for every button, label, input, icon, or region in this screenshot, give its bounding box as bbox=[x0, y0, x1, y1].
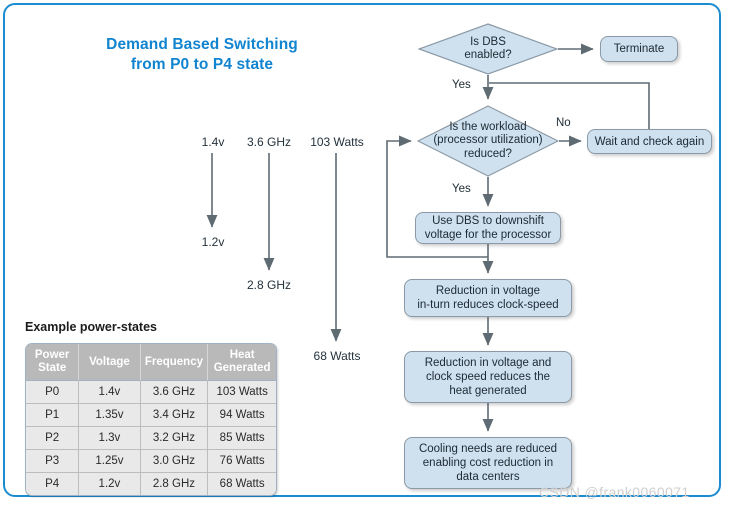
cell-voltage: 1.3v bbox=[79, 427, 141, 450]
diamond-shape bbox=[418, 23, 558, 75]
node-reduction-heat-text: Reduction in voltage and clock speed red… bbox=[425, 356, 552, 398]
node-terminate[interactable]: Terminate bbox=[600, 36, 678, 62]
col-header-voltage: Voltage bbox=[79, 344, 141, 381]
power-table-caption: Example power-states bbox=[25, 320, 157, 334]
node-reduction-heat-l3: heat generated bbox=[449, 385, 527, 397]
node-wait-and-check-label: Wait and check again bbox=[594, 135, 705, 148]
decision-workload-l3: reduced? bbox=[464, 147, 512, 160]
cell-state: P4 bbox=[26, 473, 80, 495]
cell-heat: 85 Watts bbox=[208, 427, 276, 450]
decision-dbs-enabled-text: Is DBS enabled? bbox=[458, 36, 517, 63]
table-row: P2 1.3v 3.2 GHz 85 Watts bbox=[26, 427, 276, 450]
table-row: P4 1.2v 2.8 GHz 68 Watts bbox=[26, 473, 276, 495]
cell-voltage: 1.25v bbox=[79, 450, 141, 473]
voltage-from-label: 1.4v bbox=[201, 135, 225, 149]
cell-frequency: 2.8 GHz bbox=[140, 473, 209, 495]
cell-state: P0 bbox=[26, 381, 80, 404]
col-header-heat-l2: Generated bbox=[213, 362, 271, 374]
cell-frequency: 3.0 GHz bbox=[140, 450, 209, 473]
diagram-frame: Demand Based Switching from P0 to P4 sta… bbox=[3, 3, 721, 500]
page-title-line1: Demand Based Switching bbox=[106, 36, 298, 53]
node-use-dbs-downshift-text: Use DBS to downshift voltage for the pro… bbox=[425, 214, 552, 242]
decision-workload-l2: (processor utilization) bbox=[433, 134, 543, 147]
cell-voltage: 1.2v bbox=[79, 473, 141, 495]
cell-heat: 68 Watts bbox=[208, 473, 276, 495]
page-title-line2: from P0 to P4 state bbox=[130, 56, 274, 73]
node-use-dbs-l2: voltage for the processor bbox=[424, 229, 552, 241]
cell-voltage: 1.4v bbox=[79, 381, 141, 404]
cell-heat: 76 Watts bbox=[208, 450, 276, 473]
node-cooling-l2: enabling cost reduction in bbox=[422, 457, 554, 469]
node-wait-and-check[interactable]: Wait and check again bbox=[587, 129, 712, 154]
voltage-to-label: 1.2v bbox=[201, 235, 225, 249]
power-states-table: Power State Voltage Frequency Heat Gener… bbox=[25, 343, 277, 496]
col-header-frequency: Frequency bbox=[140, 344, 209, 381]
node-reduction-heat-l1: Reduction in voltage and bbox=[424, 357, 552, 369]
decision-dbs-enabled-l2: enabled? bbox=[464, 49, 512, 61]
frequency-from-label: 3.6 GHz bbox=[246, 135, 291, 149]
cell-frequency: 3.4 GHz bbox=[140, 404, 209, 427]
page-title: Demand Based Switching from P0 to P4 sta… bbox=[62, 35, 342, 75]
cell-frequency: 3.2 GHz bbox=[140, 427, 209, 450]
edge-label-yes-top: Yes bbox=[452, 79, 471, 91]
col-header-voltage-l1: Voltage bbox=[89, 355, 130, 368]
table-header-row: Power State Voltage Frequency Heat Gener… bbox=[26, 344, 276, 381]
col-header-heat: Heat Generated bbox=[208, 344, 276, 381]
col-header-heat-l1: Heat bbox=[229, 349, 255, 361]
table-row: P1 1.35v 3.4 GHz 94 Watts bbox=[26, 404, 276, 427]
cell-state: P2 bbox=[26, 427, 80, 450]
frequency-to-label: 2.8 GHz bbox=[246, 278, 291, 292]
heat-from-label: 103 Watts bbox=[310, 135, 364, 149]
edge-label-yes-mid: Yes bbox=[452, 183, 471, 195]
col-header-power-state-l2: State bbox=[38, 362, 67, 374]
node-reduction-clock-speed[interactable]: Reduction in voltage in-turn reduces clo… bbox=[404, 279, 572, 317]
col-header-frequency-l1: Frequency bbox=[144, 355, 204, 368]
decision-workload-l1: Is the workload bbox=[449, 120, 527, 133]
node-reduction-heat[interactable]: Reduction in voltage and clock speed red… bbox=[404, 351, 572, 403]
cell-state: P3 bbox=[26, 450, 80, 473]
decision-dbs-enabled[interactable]: Is DBS enabled? bbox=[418, 23, 558, 75]
node-reduction-clock-l2: in-turn reduces clock-speed bbox=[417, 299, 559, 311]
node-reduction-clock-l1: Reduction in voltage bbox=[435, 285, 541, 297]
watermark-text: CSDN @frank0060071 bbox=[539, 484, 690, 500]
cell-voltage: 1.35v bbox=[79, 404, 141, 427]
cell-state: P1 bbox=[26, 404, 80, 427]
node-terminate-label: Terminate bbox=[613, 43, 665, 55]
node-cooling-l3: data centers bbox=[456, 471, 520, 483]
node-cooling-l1: Cooling needs are reduced bbox=[418, 443, 558, 455]
decision-workload-reduced[interactable]: Is the workload (processor utilization) … bbox=[417, 105, 559, 177]
node-use-dbs-downshift[interactable]: Use DBS to downshift voltage for the pro… bbox=[415, 212, 561, 244]
table-row: P0 1.4v 3.6 GHz 103 Watts bbox=[26, 381, 276, 404]
edge-label-no-right: No bbox=[556, 117, 571, 129]
cell-heat: 94 Watts bbox=[208, 404, 276, 427]
node-cooling-needs[interactable]: Cooling needs are reduced enabling cost … bbox=[404, 437, 572, 489]
node-cooling-needs-text: Cooling needs are reduced enabling cost … bbox=[419, 442, 557, 484]
heat-to-label: 68 Watts bbox=[313, 349, 361, 363]
node-reduction-clock-speed-text: Reduction in voltage in-turn reduces clo… bbox=[417, 284, 558, 312]
table-row: P3 1.25v 3.0 GHz 76 Watts bbox=[26, 450, 276, 473]
cell-heat: 103 Watts bbox=[208, 381, 276, 404]
cell-frequency: 3.6 GHz bbox=[140, 381, 209, 404]
decision-dbs-enabled-l1: Is DBS bbox=[470, 35, 506, 48]
col-header-power-state-l1: Power bbox=[34, 349, 70, 361]
decision-workload-reduced-text: Is the workload (processor utilization) … bbox=[427, 121, 548, 162]
col-header-power-state: Power State bbox=[26, 344, 80, 381]
node-reduction-heat-l2: clock speed reduces the bbox=[425, 371, 551, 383]
node-use-dbs-l1: Use DBS to downshift bbox=[432, 215, 544, 227]
